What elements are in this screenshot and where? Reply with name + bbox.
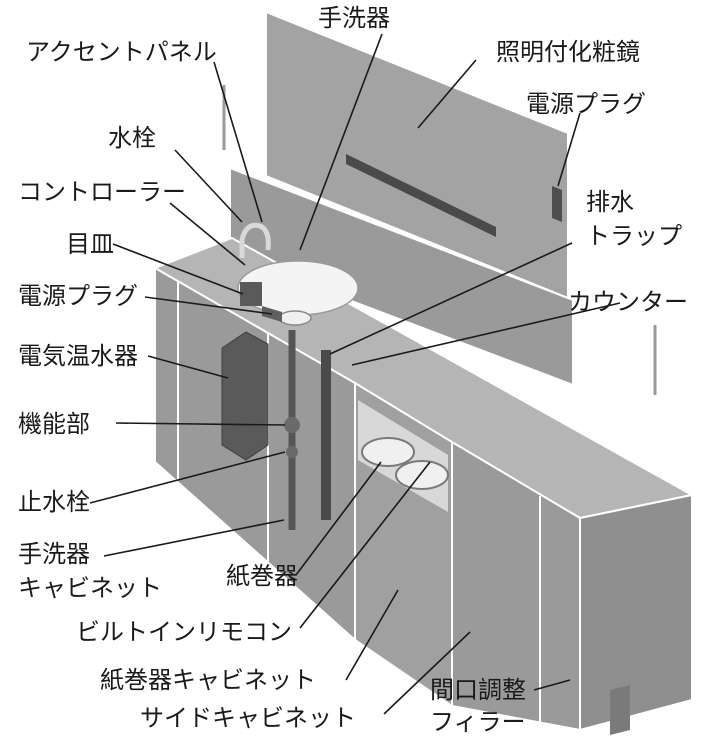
faucet-spout	[239, 222, 271, 258]
end-panel	[579, 493, 693, 732]
label-width-filler-line2: フィラー	[430, 708, 526, 736]
label-power-plug-top: 電源プラグ	[526, 90, 646, 118]
label-faucet: 水栓	[108, 124, 156, 152]
label-cover-plate: 目皿	[66, 230, 114, 258]
label-tesenki: 手洗器	[318, 4, 390, 32]
width-filler	[610, 685, 630, 735]
label-controller: コントローラー	[18, 178, 186, 206]
basin-controller	[240, 282, 262, 306]
label-function-unit: 機能部	[18, 410, 90, 438]
accent-panel	[229, 166, 574, 387]
label-power-plug-left: 電源プラグ	[18, 282, 138, 310]
paper-roll-right	[395, 460, 449, 490]
leader-lines	[89, 33, 621, 715]
label-drain-trap-line1: 排水	[586, 188, 634, 216]
label-accent-panel: アクセントパネル	[26, 38, 217, 66]
label-lighted-mirror: 照明付化粧鏡	[496, 38, 640, 66]
electric-water-heater	[221, 331, 269, 461]
label-drain-trap-line2: トラップ	[586, 222, 682, 250]
label-built-in-remote: ビルトインリモコン	[76, 618, 292, 646]
paper-roll-left	[361, 437, 415, 467]
label-width-filler-line1: 間口調整	[430, 676, 526, 704]
label-side-cabinet: サイドキャビネット	[140, 704, 356, 732]
label-hand-wash-cabinet-line1: 手洗器	[18, 540, 90, 568]
label-water-heater: 電気温水器	[18, 342, 138, 370]
mirror-light-bar	[346, 154, 496, 237]
mirror-power-plug	[552, 186, 562, 222]
basin-drain-cover	[278, 310, 312, 326]
function-unit	[284, 417, 300, 433]
label-paper-holder: 紙巻器	[226, 562, 298, 590]
label-hand-wash-cabinet-line2: キャビネット	[18, 574, 162, 602]
label-counter: カウンター	[568, 288, 688, 316]
label-stop-valve: 止水栓	[18, 488, 90, 516]
stop-valve	[286, 446, 298, 458]
label-paper-holder-cabinet: 紙巻器キャビネット	[100, 666, 316, 694]
